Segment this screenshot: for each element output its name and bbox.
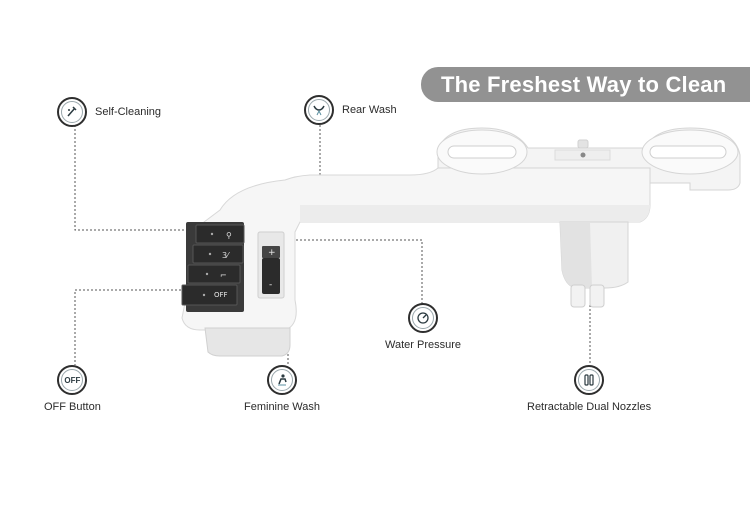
callout-dual-nozzles: Retractable Dual Nozzles xyxy=(527,365,651,413)
headline-banner: The Freshest Way to Clean xyxy=(421,67,750,102)
pressure-gauge-icon xyxy=(408,303,438,333)
control-panel: ⚲ 3⁄ ⌐ xyxy=(181,222,245,312)
svg-text:⚲: ⚲ xyxy=(226,231,232,240)
nozzle-housing xyxy=(559,221,629,308)
rear-wash-icon xyxy=(304,95,334,125)
svg-text:⌐: ⌐ xyxy=(220,271,227,280)
mounting-bracket xyxy=(436,127,741,191)
svg-text:3⁄: 3⁄ xyxy=(222,251,230,260)
self-cleaning-icon xyxy=(57,97,87,127)
off-icon-text: OFF xyxy=(61,369,84,391)
feminine-wash-label: Feminine Wash xyxy=(244,401,321,413)
feminine-wash-icon xyxy=(267,365,297,395)
pressure-minus-label: - xyxy=(269,280,273,290)
callout-self-cleaning: Self-Cleaning xyxy=(57,97,161,127)
rear-wash-label: Rear Wash xyxy=(342,104,397,116)
water-pressure-label: Water Pressure xyxy=(385,339,462,351)
off-key-label: OFF xyxy=(214,291,228,299)
callout-rear-wash: Rear Wash xyxy=(304,95,397,125)
headline-text: The Freshest Way to Clean xyxy=(441,71,727,97)
off-icon: OFF xyxy=(57,365,88,395)
callout-feminine-wash: Feminine Wash xyxy=(244,365,320,413)
callout-off-button: OFF OFF Button xyxy=(44,365,101,413)
pressure-plus-label: + xyxy=(268,248,276,258)
pressure-slider xyxy=(257,231,285,299)
dual-nozzle-icon xyxy=(574,365,605,395)
callout-water-pressure: Water Pressure xyxy=(385,303,461,351)
dual-nozzles-label: Retractable Dual Nozzles xyxy=(527,401,652,413)
self-cleaning-label: Self-Cleaning xyxy=(95,106,162,118)
off-button-label: OFF Button xyxy=(44,401,101,413)
bidet-body xyxy=(181,167,651,357)
